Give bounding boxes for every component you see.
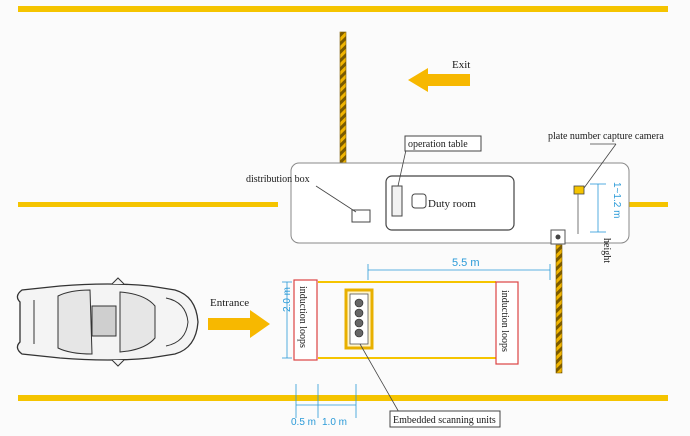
operation-table [391, 185, 403, 217]
induction-loops-left-label: induction loops [297, 286, 308, 348]
loop-width-dimension: 2.0 m [282, 287, 293, 312]
exit-arrow [408, 68, 470, 92]
distribution-box [351, 209, 371, 223]
scanning-units-callout [389, 410, 501, 428]
entrance-barrier-arm [555, 244, 563, 374]
entrance-label: Entrance [210, 297, 249, 309]
exit-label: Exit [452, 59, 470, 71]
scanning-unit [354, 328, 364, 338]
gap-a-dimension: 0.5 m [291, 417, 316, 428]
gap-b-dimension: 1.0 m [322, 417, 347, 428]
induction-loop-right [495, 281, 519, 365]
operation-table-callout [404, 135, 482, 152]
lane-line-bottom [18, 395, 668, 401]
induction-loop-left [293, 279, 318, 361]
scanning-unit [354, 308, 364, 318]
operator-chair [411, 193, 427, 209]
induction-loops-right-label: induction loops [499, 290, 510, 352]
entrance-arrow [208, 310, 270, 338]
lane-line-top [18, 6, 668, 12]
camera-height-dimension: 1~1.2 m [611, 182, 622, 218]
distribution-box-label: distribution box [246, 174, 310, 185]
lane-line-middle-right [628, 202, 668, 207]
plate-camera-label: plate number capture camera [548, 131, 664, 142]
height-label: height [601, 238, 612, 263]
embedded-scanning-units-label: Embedded scanning units [393, 415, 496, 426]
scanning-unit [354, 318, 364, 328]
scanning-unit [354, 298, 364, 308]
duty-room-label: Duty room [428, 198, 476, 210]
lane-line-middle-left [18, 202, 278, 207]
duty-room [385, 175, 515, 231]
exit-barrier-arm [339, 31, 347, 166]
loop-spacing-dimension: 5.5 m [452, 257, 480, 269]
operation-table-label: operation table [408, 139, 468, 150]
car-icon [16, 277, 199, 367]
plate-camera [573, 185, 585, 195]
